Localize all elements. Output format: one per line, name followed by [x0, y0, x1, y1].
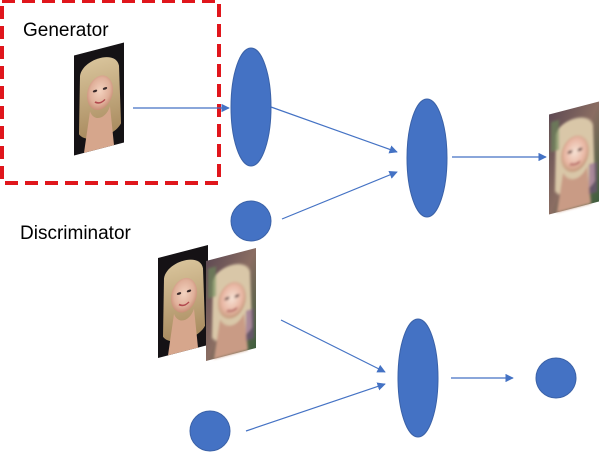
arrow-gen-node-to-hidden: [270, 106, 398, 154]
arrow-images-to-disc-node: [280, 319, 386, 373]
arrow-noise-to-hidden: [281, 170, 398, 220]
generator-hidden-node: [406, 98, 448, 218]
discriminator-input-real-face-image: [157, 244, 209, 359]
generator-input-face-image: [73, 41, 125, 157]
generator-noise-node: [230, 200, 272, 242]
discriminator-small-node: [189, 410, 231, 452]
discriminator-input-generated-face-image: [206, 248, 256, 361]
discriminator-hidden-node: [397, 318, 439, 438]
arrow-small-node-to-disc-node: [245, 382, 386, 432]
generator-output-face-image: [549, 102, 599, 215]
generator-input-node: [230, 47, 272, 167]
generator-label: Generator: [23, 20, 109, 41]
generator-highlight-box: [0, 0, 221, 185]
discriminator-label: Discriminator: [20, 223, 132, 244]
discriminator-output-node: [535, 357, 577, 399]
